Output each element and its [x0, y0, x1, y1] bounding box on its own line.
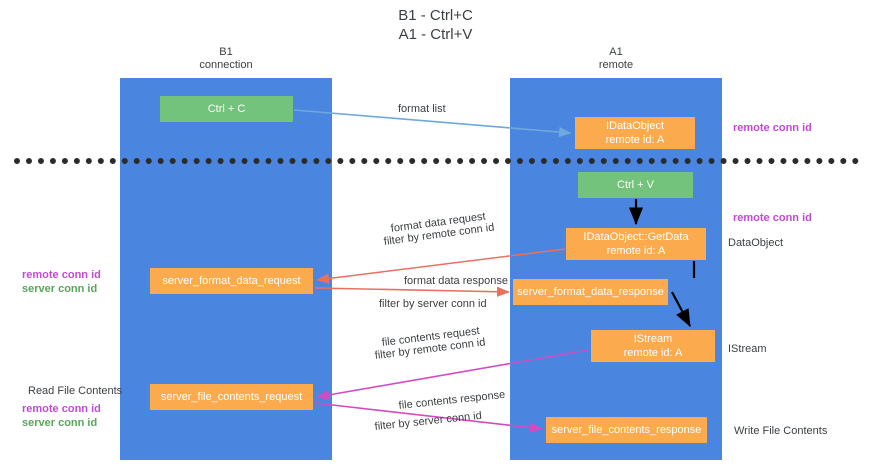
page-title: B1 - Ctrl+C A1 - Ctrl+V	[398, 7, 473, 43]
node-idataobject[interactable]: IDataObject remote id: A	[575, 117, 695, 149]
arrow-response-istream	[671, 291, 691, 327]
arrow-format-data-request	[316, 248, 566, 284]
filter-prefix: filter by	[379, 298, 418, 310]
label-dataobject: DataObject	[728, 237, 784, 249]
node-ctrl-v[interactable]: Ctrl + V	[578, 172, 693, 198]
node-istream[interactable]: IStream remote id: A	[591, 330, 715, 362]
legend-bottom-remote: remote conn id	[22, 403, 101, 415]
arrow-format-data-response	[314, 286, 510, 297]
label-remote-conn-id-top: remote conn id	[733, 122, 812, 134]
label-read-file-contents: Read File Contents	[28, 385, 123, 397]
node-ctrl-c[interactable]: Ctrl + C	[160, 96, 293, 122]
label-write-file-contents: Write File Contents	[734, 425, 828, 437]
label-format-list: format list	[398, 103, 446, 115]
label-istream: IStream	[728, 343, 767, 355]
label-format-data-response-filter: filter by server conn id	[379, 297, 487, 311]
label-format-data-response: format data response	[404, 275, 508, 287]
filter-prefix: filter by	[374, 416, 414, 433]
legend-bottom: remote conn id server conn id	[22, 402, 101, 430]
arrow-file-contents-response	[314, 402, 543, 433]
phase-divider	[14, 158, 859, 164]
legend-bottom-server: server conn id	[22, 417, 98, 429]
node-server-file-contents-response[interactable]: server_file_contents_response	[546, 417, 707, 443]
legend-middle-server: server conn id	[22, 283, 98, 295]
arrow-file-contents-request	[316, 349, 589, 400]
node-server-format-data-request[interactable]: server_format_data_request	[150, 268, 313, 294]
legend-middle-remote: remote conn id	[22, 269, 101, 281]
swimlane-header-a1: A1 remote	[598, 46, 634, 71]
filter-key: server conn id	[417, 298, 487, 310]
node-server-file-contents-request[interactable]: server_file_contents_request	[150, 384, 313, 410]
node-idataobject-getdata[interactable]: IDataObject::GetData remote id: A	[566, 228, 706, 260]
legend-middle: remote conn id server conn id	[22, 268, 101, 296]
arrow-format-list	[293, 109, 572, 138]
node-server-format-data-response[interactable]: server_format_data_response	[513, 279, 668, 305]
swimlane-header-b1: B1 connection	[199, 46, 253, 71]
label-remote-conn-id-mid: remote conn id	[733, 212, 812, 224]
